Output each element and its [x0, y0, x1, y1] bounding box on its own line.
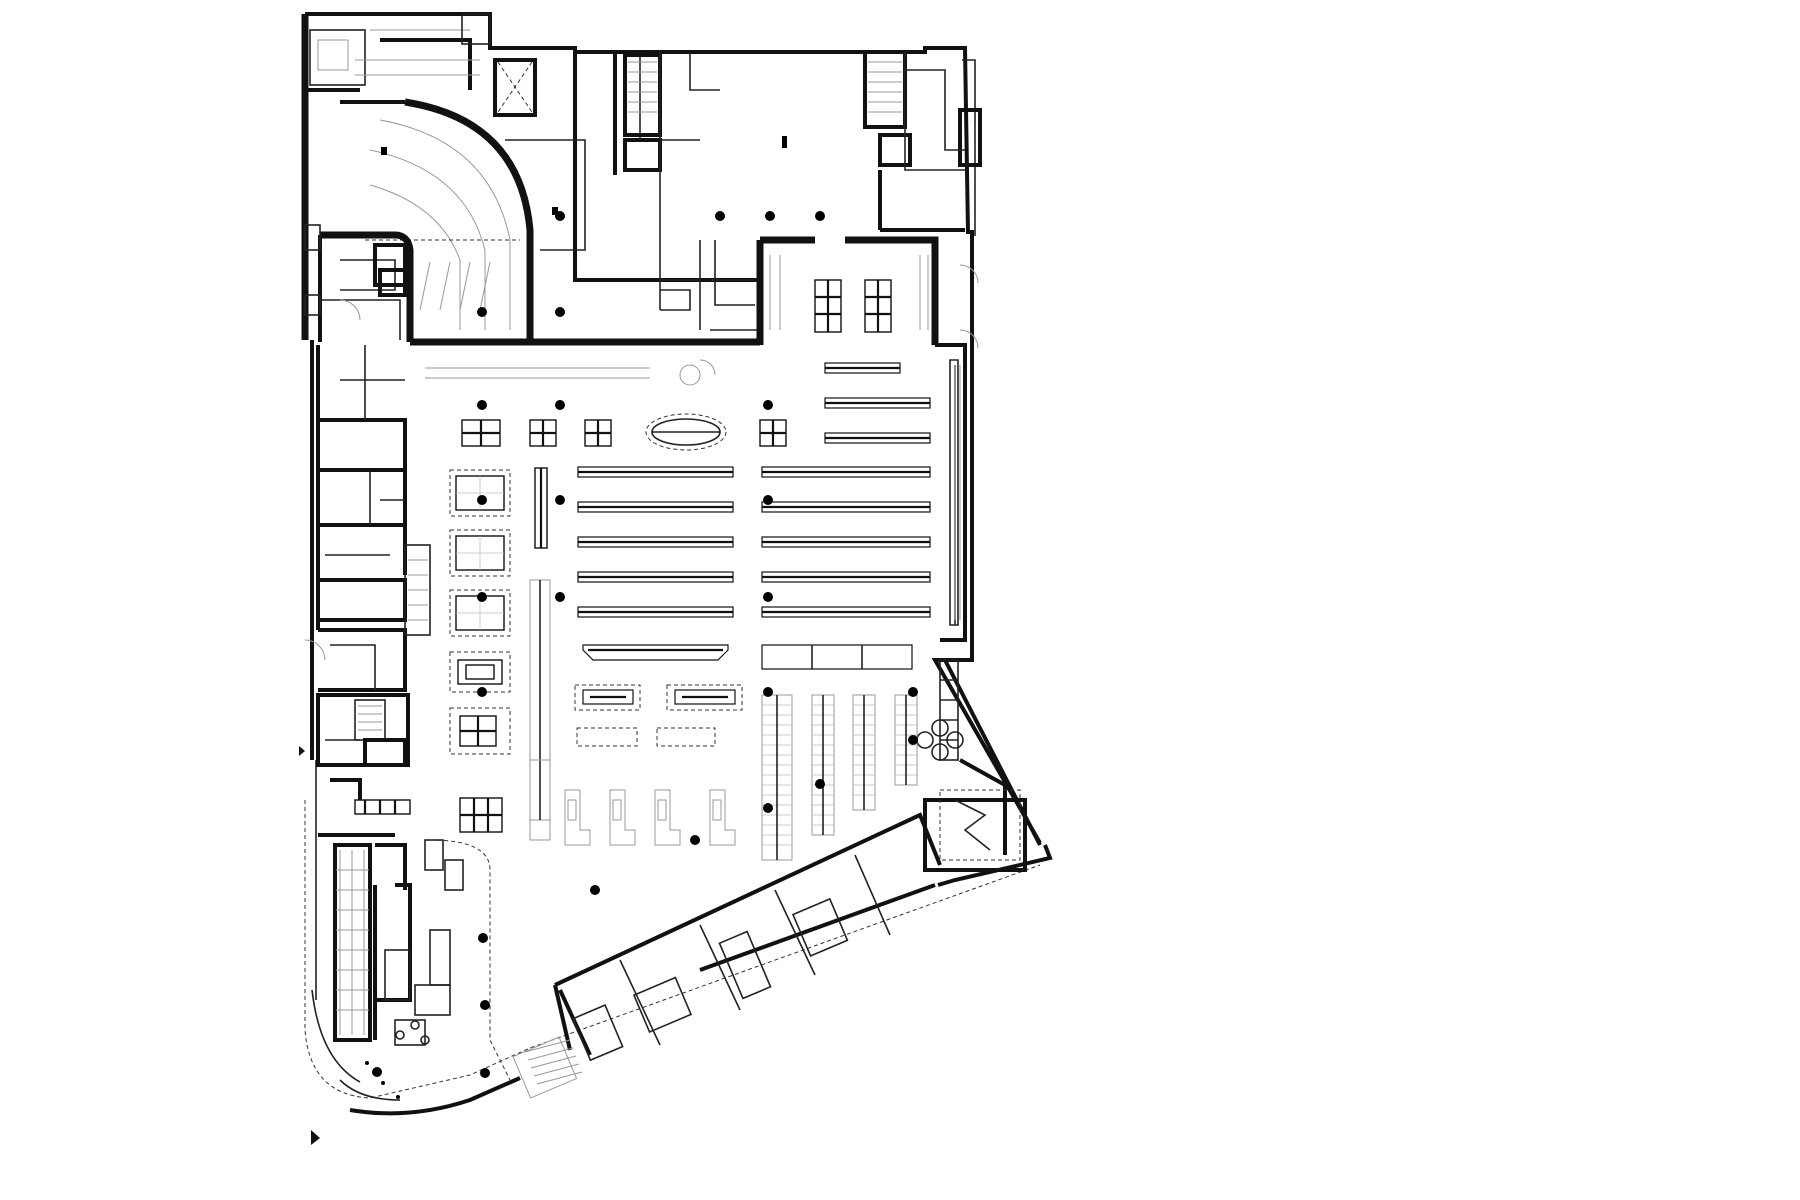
entrance-marker-icon	[299, 746, 305, 756]
north-service-rooms	[505, 50, 965, 331]
north-west-entrance	[305, 13, 537, 117]
column	[763, 803, 773, 813]
column	[555, 307, 565, 317]
east-entrance	[916, 659, 1042, 872]
column	[555, 495, 565, 505]
column	[480, 1068, 490, 1078]
produce-racks	[761, 694, 918, 861]
column	[715, 211, 725, 221]
south-curtain-wall	[339, 1061, 521, 1116]
column	[908, 687, 918, 697]
column	[908, 735, 918, 745]
fixture-grid	[461, 413, 787, 451]
west-rooms	[316, 345, 431, 837]
column	[763, 400, 773, 410]
shelving-runs	[574, 362, 931, 747]
display-tables	[354, 279, 892, 841]
column	[477, 687, 487, 697]
column	[765, 211, 775, 221]
column	[477, 495, 487, 505]
checkout-counters	[564, 789, 736, 846]
structural-columns	[372, 147, 918, 1078]
column	[763, 495, 773, 505]
column	[815, 779, 825, 789]
column	[763, 592, 773, 602]
column	[477, 400, 487, 410]
building-outline	[301, 12, 1053, 1099]
column	[555, 592, 565, 602]
column	[478, 933, 488, 943]
column	[815, 211, 825, 221]
column	[372, 1067, 382, 1077]
column	[590, 885, 600, 895]
column	[555, 400, 565, 410]
entrance-marker-icon	[311, 1130, 320, 1145]
curved-hall	[340, 98, 534, 340]
door-swings	[304, 264, 979, 661]
column	[690, 835, 700, 845]
south-west-cafe	[333, 839, 511, 1081]
column	[477, 592, 487, 602]
column	[477, 307, 487, 317]
column	[552, 207, 558, 215]
column	[381, 147, 387, 155]
column	[480, 1000, 490, 1010]
column	[763, 687, 773, 697]
south-east-shops	[512, 812, 942, 1099]
sales-floor-north-wall	[410, 236, 965, 626]
west-service-block	[304, 224, 414, 342]
